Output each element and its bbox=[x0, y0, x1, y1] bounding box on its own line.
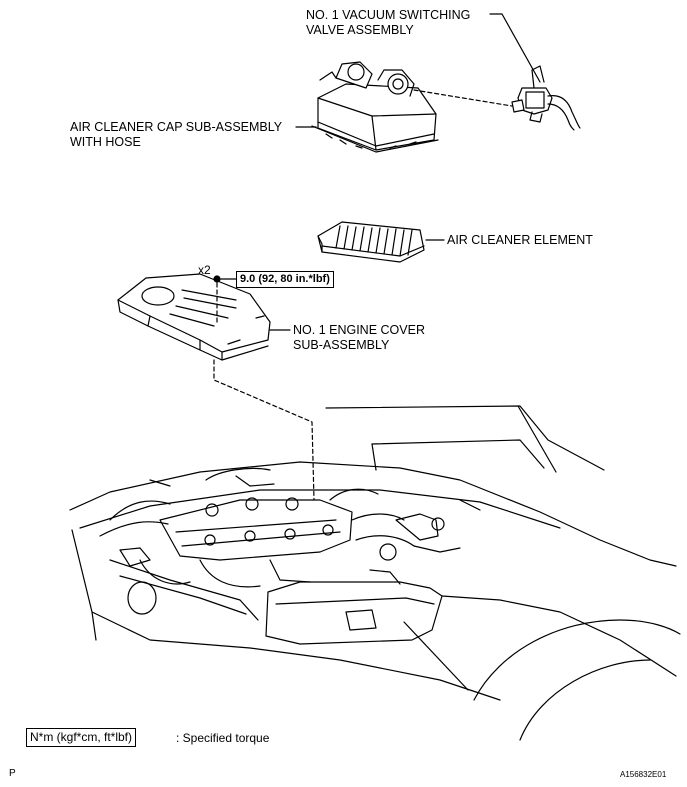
bolt-count-label: x2 bbox=[198, 263, 211, 277]
engine-bay-drawing bbox=[69, 405, 681, 741]
torque-legend-text: : Specified torque bbox=[176, 731, 270, 745]
cover-to-engine-dashed-line bbox=[213, 359, 315, 501]
footer-mark: P bbox=[9, 768, 16, 779]
torque-legend-box: N*m (kgf*cm, ft*lbf) bbox=[26, 728, 137, 747]
vacuum-switching-valve-drawing bbox=[511, 65, 581, 131]
emblem-icon bbox=[127, 581, 157, 615]
vsv-label-line1: NO. 1 VACUUM SWITCHING bbox=[306, 8, 471, 22]
figure-id: A156832E01 bbox=[620, 770, 667, 779]
vsv-label-line2: VALVE ASSEMBLY bbox=[306, 23, 414, 37]
torque-value-box: 9.0 (92, 80 in.*lbf) bbox=[236, 271, 334, 288]
cap-to-vsv-dashed-line bbox=[413, 89, 513, 107]
bolt-icon bbox=[213, 275, 221, 283]
cover-label-line2: SUB-ASSEMBLY bbox=[293, 338, 390, 352]
vsv-leader-line bbox=[489, 13, 541, 83]
cap-label-line2: WITH HOSE bbox=[70, 135, 141, 149]
air-cleaner-element-drawing bbox=[317, 221, 425, 263]
air-cleaner-cap-drawing bbox=[311, 61, 439, 153]
element-label: AIR CLEANER ELEMENT bbox=[447, 233, 593, 247]
cap-label-line1: AIR CLEANER CAP SUB-ASSEMBLY bbox=[70, 120, 283, 134]
engine-cover-drawing bbox=[117, 273, 271, 361]
cover-label-line1: NO. 1 ENGINE COVER bbox=[293, 323, 425, 337]
